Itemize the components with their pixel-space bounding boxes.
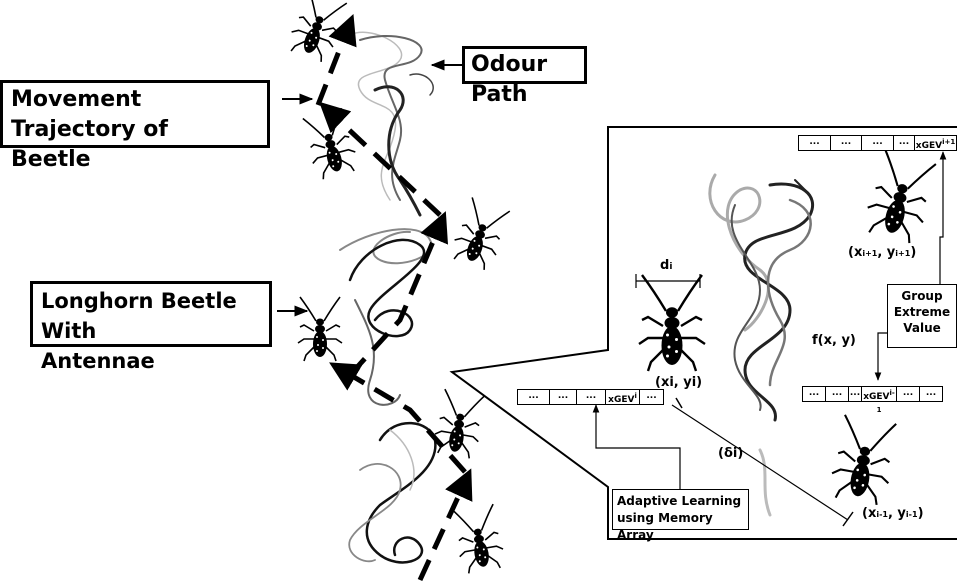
movement-line-2: Beetle — [11, 145, 259, 175]
beetle-xi — [639, 275, 705, 371]
array-cell: ... — [893, 135, 915, 151]
delta-i-label: (δi) — [718, 446, 743, 461]
array-cell: ... — [576, 389, 606, 405]
array-cell: ... — [830, 135, 862, 151]
longhorn-beetle-label: Longhorn Beetle With Antennae — [30, 281, 272, 347]
array-cell: ... — [798, 135, 831, 151]
movement-line-1: Movement Trajectory of — [11, 85, 259, 145]
array-cell: ... — [896, 386, 920, 402]
array-cell: ... — [919, 386, 943, 402]
adaptive-to-left-array — [596, 405, 680, 489]
adaptive-line-1: Adaptive Learning — [617, 493, 748, 510]
beetle-bottom — [452, 504, 506, 575]
odour-path-label: Odour Path — [462, 46, 587, 84]
longhorn-line-1: Longhorn Beetle With — [41, 286, 261, 346]
array-cell: ... — [517, 389, 550, 405]
odour-path-swirls — [340, 32, 435, 562]
xi-yi-label: (xi, yi) — [655, 375, 702, 390]
beetle-mid — [448, 197, 511, 272]
group-line-3: Value — [888, 320, 956, 336]
array-gev-cell: xGEVi-1 — [861, 386, 897, 402]
group-to-top-array — [928, 152, 943, 285]
array-cell: ... — [802, 386, 826, 402]
xi-minus-1-label: (xi-1, yi-1) — [862, 506, 924, 521]
beetle-xi-plus-1 — [862, 150, 939, 245]
group-line-1: Group — [888, 288, 956, 304]
beetle-xi-minus-1 — [828, 414, 899, 506]
di-label: di — [660, 258, 672, 273]
array-gev-cell: xGEVi — [605, 389, 640, 405]
longhorn-line-2: Antennae — [41, 346, 261, 376]
beetle-longhorn — [298, 297, 342, 361]
beetle-lower — [432, 389, 486, 460]
fxy-label: f(x, y) — [812, 333, 856, 348]
adaptive-line-2: using Memory Array — [617, 510, 748, 544]
array-cell: ... — [639, 389, 664, 405]
group-extreme-value-box: Group Extreme Value — [887, 284, 957, 348]
group-line-2: Extreme — [888, 304, 956, 320]
movement-trajectory-label: Movement Trajectory of Beetle — [0, 80, 270, 148]
array-cell: ... — [825, 386, 849, 402]
adaptive-learning-box: Adaptive Learning using Memory Array — [612, 489, 749, 530]
beetle-upper — [301, 108, 360, 181]
array-cell: ... — [848, 386, 862, 402]
xi-plus-1-label: (xi+1, yi+1) — [848, 245, 916, 260]
array-gev-cell: xGEVi+1 — [914, 135, 957, 151]
array-cell: ... — [549, 389, 577, 405]
array-cell: ... — [861, 135, 894, 151]
